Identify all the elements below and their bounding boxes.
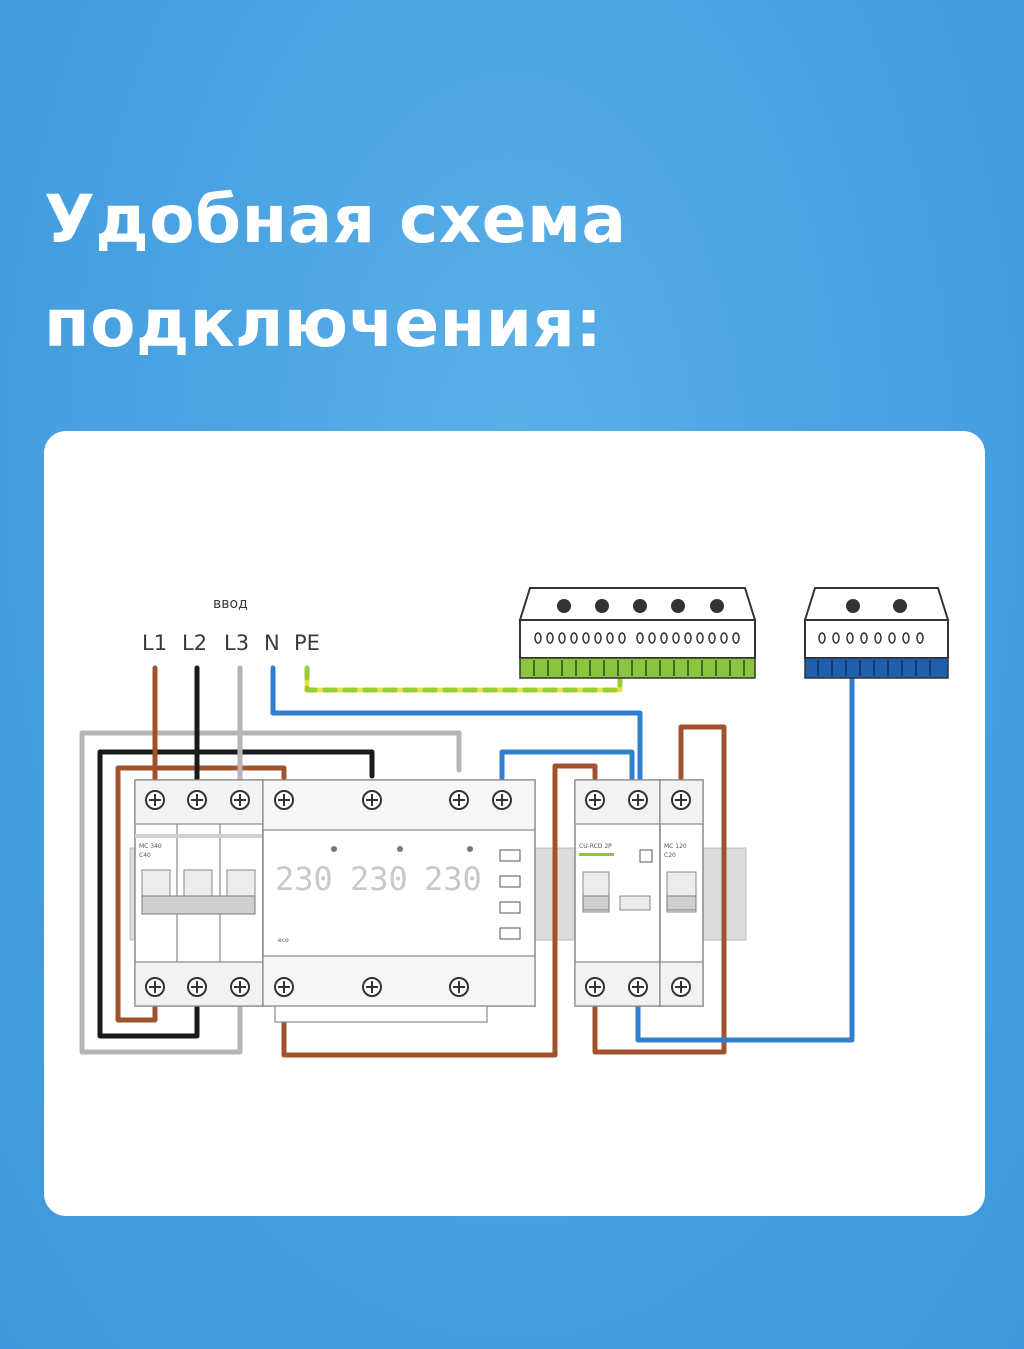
title-line-2: подключения: (44, 285, 603, 362)
screw-terminal (230, 977, 250, 997)
screw-terminal (671, 977, 691, 997)
screw-terminal (492, 790, 512, 810)
meter-button-4[interactable] (499, 927, 521, 940)
phase-label-n: N (264, 631, 280, 655)
wire-n-input (270, 665, 643, 781)
screw-terminal (274, 977, 294, 997)
input-label: ввод (213, 596, 248, 612)
main-breaker-model: MC 340 (139, 843, 162, 850)
meter-reading-1: 230 (275, 860, 333, 898)
screw-terminal (362, 977, 382, 997)
screw-terminal (628, 790, 648, 810)
screw-terminal (449, 790, 469, 810)
rcd-test-button[interactable] (639, 849, 653, 863)
page-title: Удобная схема подключения: (44, 168, 627, 376)
wire-pe-green (304, 665, 623, 693)
phase-label-l2: L2 (182, 631, 207, 655)
wire-black-l2-loop (97, 749, 375, 1039)
wire-brown-l1-loop (115, 765, 287, 1023)
wire-brown-meter-rcd (281, 763, 598, 1058)
main-breaker-rating: C40 (139, 852, 151, 859)
rcd-device: CU-RCD 2P (574, 779, 661, 1007)
screw-terminal (362, 790, 382, 810)
meter-reading-3: 230 (424, 860, 482, 898)
screw-terminal (585, 790, 605, 810)
screw-terminal (449, 977, 469, 997)
meter-button-2[interactable] (499, 875, 521, 888)
energy-meter: 230 230 230 eco (262, 779, 536, 1023)
meter-led-2 (397, 846, 403, 852)
screw-terminals (145, 790, 691, 997)
meter-led-1 (331, 846, 337, 852)
meter-brand: eco (278, 937, 289, 944)
screw-terminal (585, 977, 605, 997)
screw-terminal (671, 790, 691, 810)
wire-grey-l3-loop (79, 730, 462, 1055)
screw-terminal (628, 977, 648, 997)
phase-label-pe: PE (294, 631, 320, 655)
breaker-1p: MC 120 C20 (659, 779, 704, 1007)
phase-label-l1: L1 (142, 631, 167, 655)
meter-reading-2: 230 (350, 860, 408, 898)
meter-button-1[interactable] (499, 849, 521, 862)
screw-terminal (145, 790, 165, 810)
meter-led-3 (467, 846, 473, 852)
breaker-1p-rating: C20 (664, 852, 676, 859)
wire-brown-rcd-breaker (592, 724, 727, 1055)
main-breaker-3p: MC 340 C40 (134, 779, 264, 1007)
screw-terminal (230, 790, 250, 810)
wire-blue-n-bus (635, 677, 855, 1043)
screw-terminal (274, 790, 294, 810)
screw-terminal (187, 977, 207, 997)
n-bus-bar (803, 587, 950, 679)
meter-button-3[interactable] (499, 901, 521, 914)
pe-bus-bar (518, 587, 757, 679)
title-line-1: Удобная схема (44, 181, 627, 258)
breaker-1p-model: MC 120 (664, 843, 687, 850)
rcd-model: CU-RCD 2P (579, 843, 612, 850)
screw-terminal (187, 790, 207, 810)
screw-terminal (145, 977, 165, 997)
phase-label-l3: L3 (224, 631, 249, 655)
wire-n-meter-rcd (499, 749, 635, 781)
